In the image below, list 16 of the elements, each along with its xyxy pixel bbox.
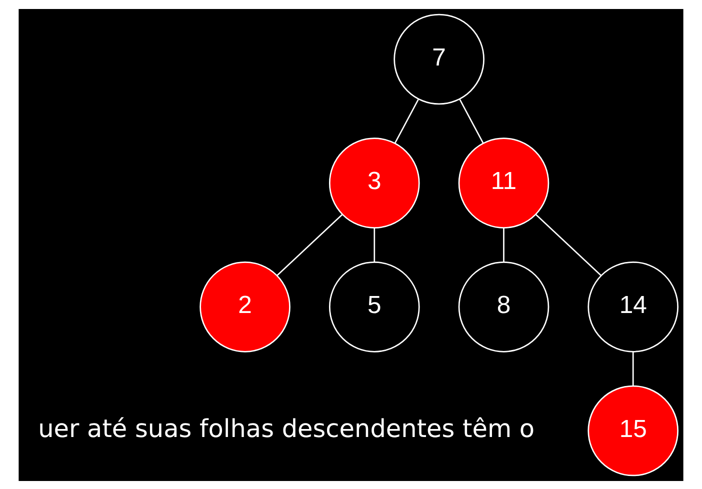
connector bbox=[503, 228, 504, 262]
node-circle: 11 bbox=[458, 137, 550, 228]
node-circle: 7 bbox=[394, 13, 484, 104]
label: uer até suas folhas descendentes têm o bbox=[38, 413, 535, 442]
connector bbox=[632, 352, 634, 386]
node-circle: 15 bbox=[588, 384, 678, 476]
node-circle: 14 bbox=[588, 261, 678, 352]
connector bbox=[276, 213, 343, 276]
node-circle: 3 bbox=[328, 137, 420, 228]
connector bbox=[394, 98, 419, 144]
connector bbox=[459, 98, 484, 144]
node-circle: 2 bbox=[200, 261, 290, 352]
connector bbox=[535, 213, 602, 276]
node-circle: 8 bbox=[458, 261, 550, 352]
node-circle: 5 bbox=[328, 261, 420, 352]
connector bbox=[374, 228, 376, 262]
